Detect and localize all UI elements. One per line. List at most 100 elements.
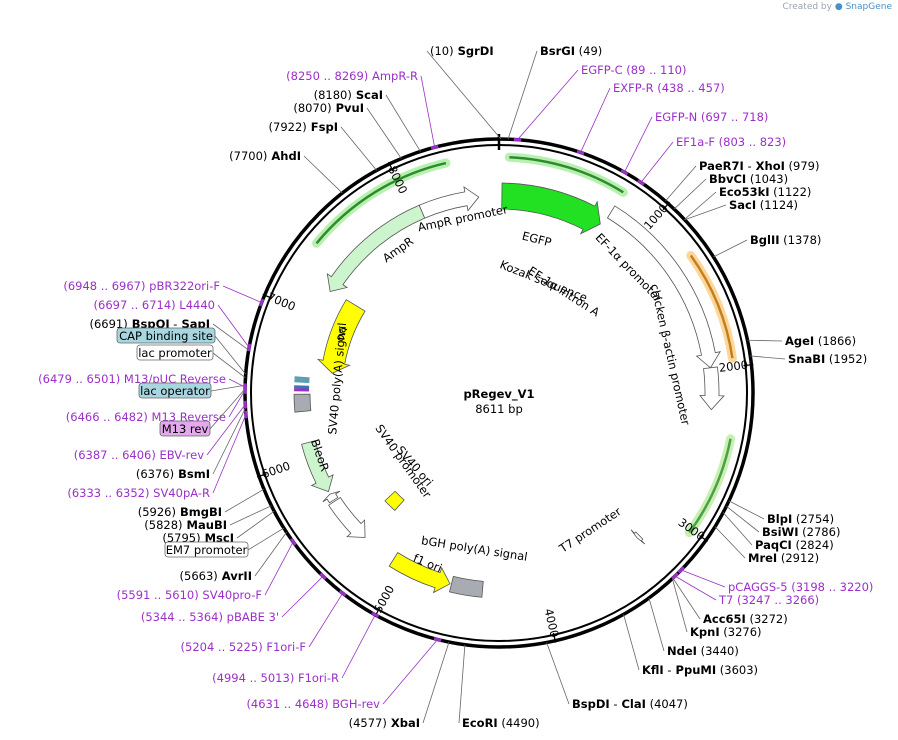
site-leader [229, 505, 272, 526]
site-leader [366, 107, 402, 159]
site-label-part: (6948 .. 6967) [63, 279, 145, 293]
tick-3000 [699, 535, 708, 542]
primer-mark [671, 572, 679, 580]
site-label-part: (6479 .. 6501) [38, 372, 120, 386]
site-label-part: SgrDI [454, 44, 494, 58]
site-label-enzyme: (7700) AhdI [229, 149, 301, 163]
site-leader [224, 488, 265, 513]
site-label-enzyme: PaeR7I - XhoI (979) [699, 159, 819, 173]
site-label-part: EcoRI [462, 716, 498, 730]
site-leader [648, 597, 665, 652]
lac-region-mark-0 [294, 376, 310, 381]
site-label-part: (1122) [770, 185, 812, 199]
site-leader [728, 500, 765, 520]
site-leader [341, 614, 376, 679]
site-leader [722, 512, 753, 546]
site-label-enzyme: (4577) XbaI [349, 716, 420, 730]
site-label-part: (5663) [180, 569, 218, 583]
site-label-part: (2912) [777, 551, 819, 565]
box-leader [212, 352, 246, 379]
site-label-enzyme: KpnI (3276) [690, 625, 762, 639]
site-label-enzyme: (8180) ScaI [314, 88, 383, 102]
tick-8000 [388, 161, 394, 172]
site-leader [517, 69, 579, 140]
feature-label-egfp: EGFP [521, 229, 553, 250]
site-leader [640, 141, 674, 183]
site-label-part: AvrII [218, 569, 252, 583]
site-leader [507, 50, 538, 140]
box-label-lac-promoter: lac promoter [138, 346, 212, 360]
site-label-part: XbaI [387, 716, 420, 730]
primer-mark [371, 611, 380, 618]
site-label-part: (1124) [756, 198, 798, 212]
site-label-part: MreI [748, 551, 777, 565]
site-leader [420, 75, 436, 148]
box-label-lac-operator: lac operator [140, 384, 210, 398]
site-label-part: SacI [729, 198, 756, 212]
tick-label: 6000 [260, 459, 292, 482]
feature-ori [316, 299, 366, 374]
site-label-part: AhdI [267, 149, 301, 163]
site-label-enzyme: PaqCI (2824) [755, 538, 834, 552]
feature-ampr [326, 204, 426, 292]
tick-label: 4000 [542, 607, 562, 639]
site-label-part: (5926) [138, 505, 176, 519]
site-label-part: (4994 .. 5013) [212, 671, 294, 685]
box-label-m13-rev: M13 rev [162, 422, 209, 436]
site-label-part: KpnI [690, 625, 720, 639]
site-label-part: L4440 [176, 298, 215, 312]
site-label-primer: (6387 .. 6406) EBV-rev [74, 448, 204, 462]
primer-mark [430, 144, 439, 150]
site-label-primer: (5344 .. 5364) pBABE 3' [141, 610, 279, 624]
site-label-part: NdeI [667, 644, 697, 658]
features [293, 182, 725, 598]
primer-mark [338, 589, 347, 597]
site-leader [422, 641, 450, 724]
site-label-enzyme: (5926) BmgBI [138, 505, 222, 519]
site-label-enzyme: Eco53kI (1122) [719, 185, 811, 199]
site-label-part: KflI [642, 663, 664, 677]
feature-label-ef-1-intron-a: EF-1α intron A [526, 264, 603, 320]
site-label-part: (1378) [780, 233, 822, 247]
site-label-part: (6697 .. 6714) [94, 298, 176, 312]
feature-em7-promoter [322, 490, 341, 504]
site-label-part: F1ori-R [294, 671, 339, 685]
plasmid-size: 8611 bp [475, 402, 523, 416]
box-leader [210, 384, 246, 392]
credit-prefix: Created by [782, 2, 832, 12]
site-label-part: (5591 .. 5610) [117, 588, 199, 602]
site-leader [684, 191, 717, 220]
site-leader [713, 239, 748, 258]
feature-ef-1-promoter [606, 205, 721, 369]
site-label-part: FspI [307, 120, 338, 134]
site-label-part: (3247 .. 3266) [733, 593, 819, 607]
site-leader [750, 355, 786, 360]
site-label-enzyme: (10) SgrDI [430, 44, 494, 58]
site-leader [674, 575, 717, 601]
site-label-part: BbvCI [709, 172, 746, 186]
site-leader [672, 577, 701, 620]
site-leader [673, 178, 707, 210]
tick-2000 [743, 363, 754, 367]
site-leader [681, 569, 726, 588]
site-leader [228, 389, 246, 418]
site-label-enzyme: (8070) PvuI [293, 101, 364, 115]
site-label-part: (803 .. 823) [715, 135, 786, 149]
site-label-part: - [744, 159, 752, 173]
site-label-part: (8070) [293, 101, 331, 115]
site-label-enzyme: AgeI (1866) [785, 334, 856, 348]
site-label-enzyme: MreI (2912) [748, 551, 819, 565]
box-label-em7-promoter: EM7 promoter [166, 543, 248, 557]
site-leader [580, 87, 611, 153]
site-label-part: PvuI [332, 101, 364, 115]
site-label-part: (3276) [720, 625, 762, 639]
site-label-primer: (6466 .. 6482) M13 Reverse [66, 410, 226, 424]
primer-mark [576, 149, 585, 156]
site-label-primer: pCAGGS-5 (3198 .. 3220) [728, 580, 873, 594]
site-label-part: (438 .. 457) [654, 81, 725, 95]
box-label-bg [159, 420, 211, 437]
primer-mark [433, 637, 442, 642]
site-label-enzyme: SacI (1124) [729, 198, 798, 212]
site-label-part: M13/pUC Reverse [120, 372, 226, 386]
